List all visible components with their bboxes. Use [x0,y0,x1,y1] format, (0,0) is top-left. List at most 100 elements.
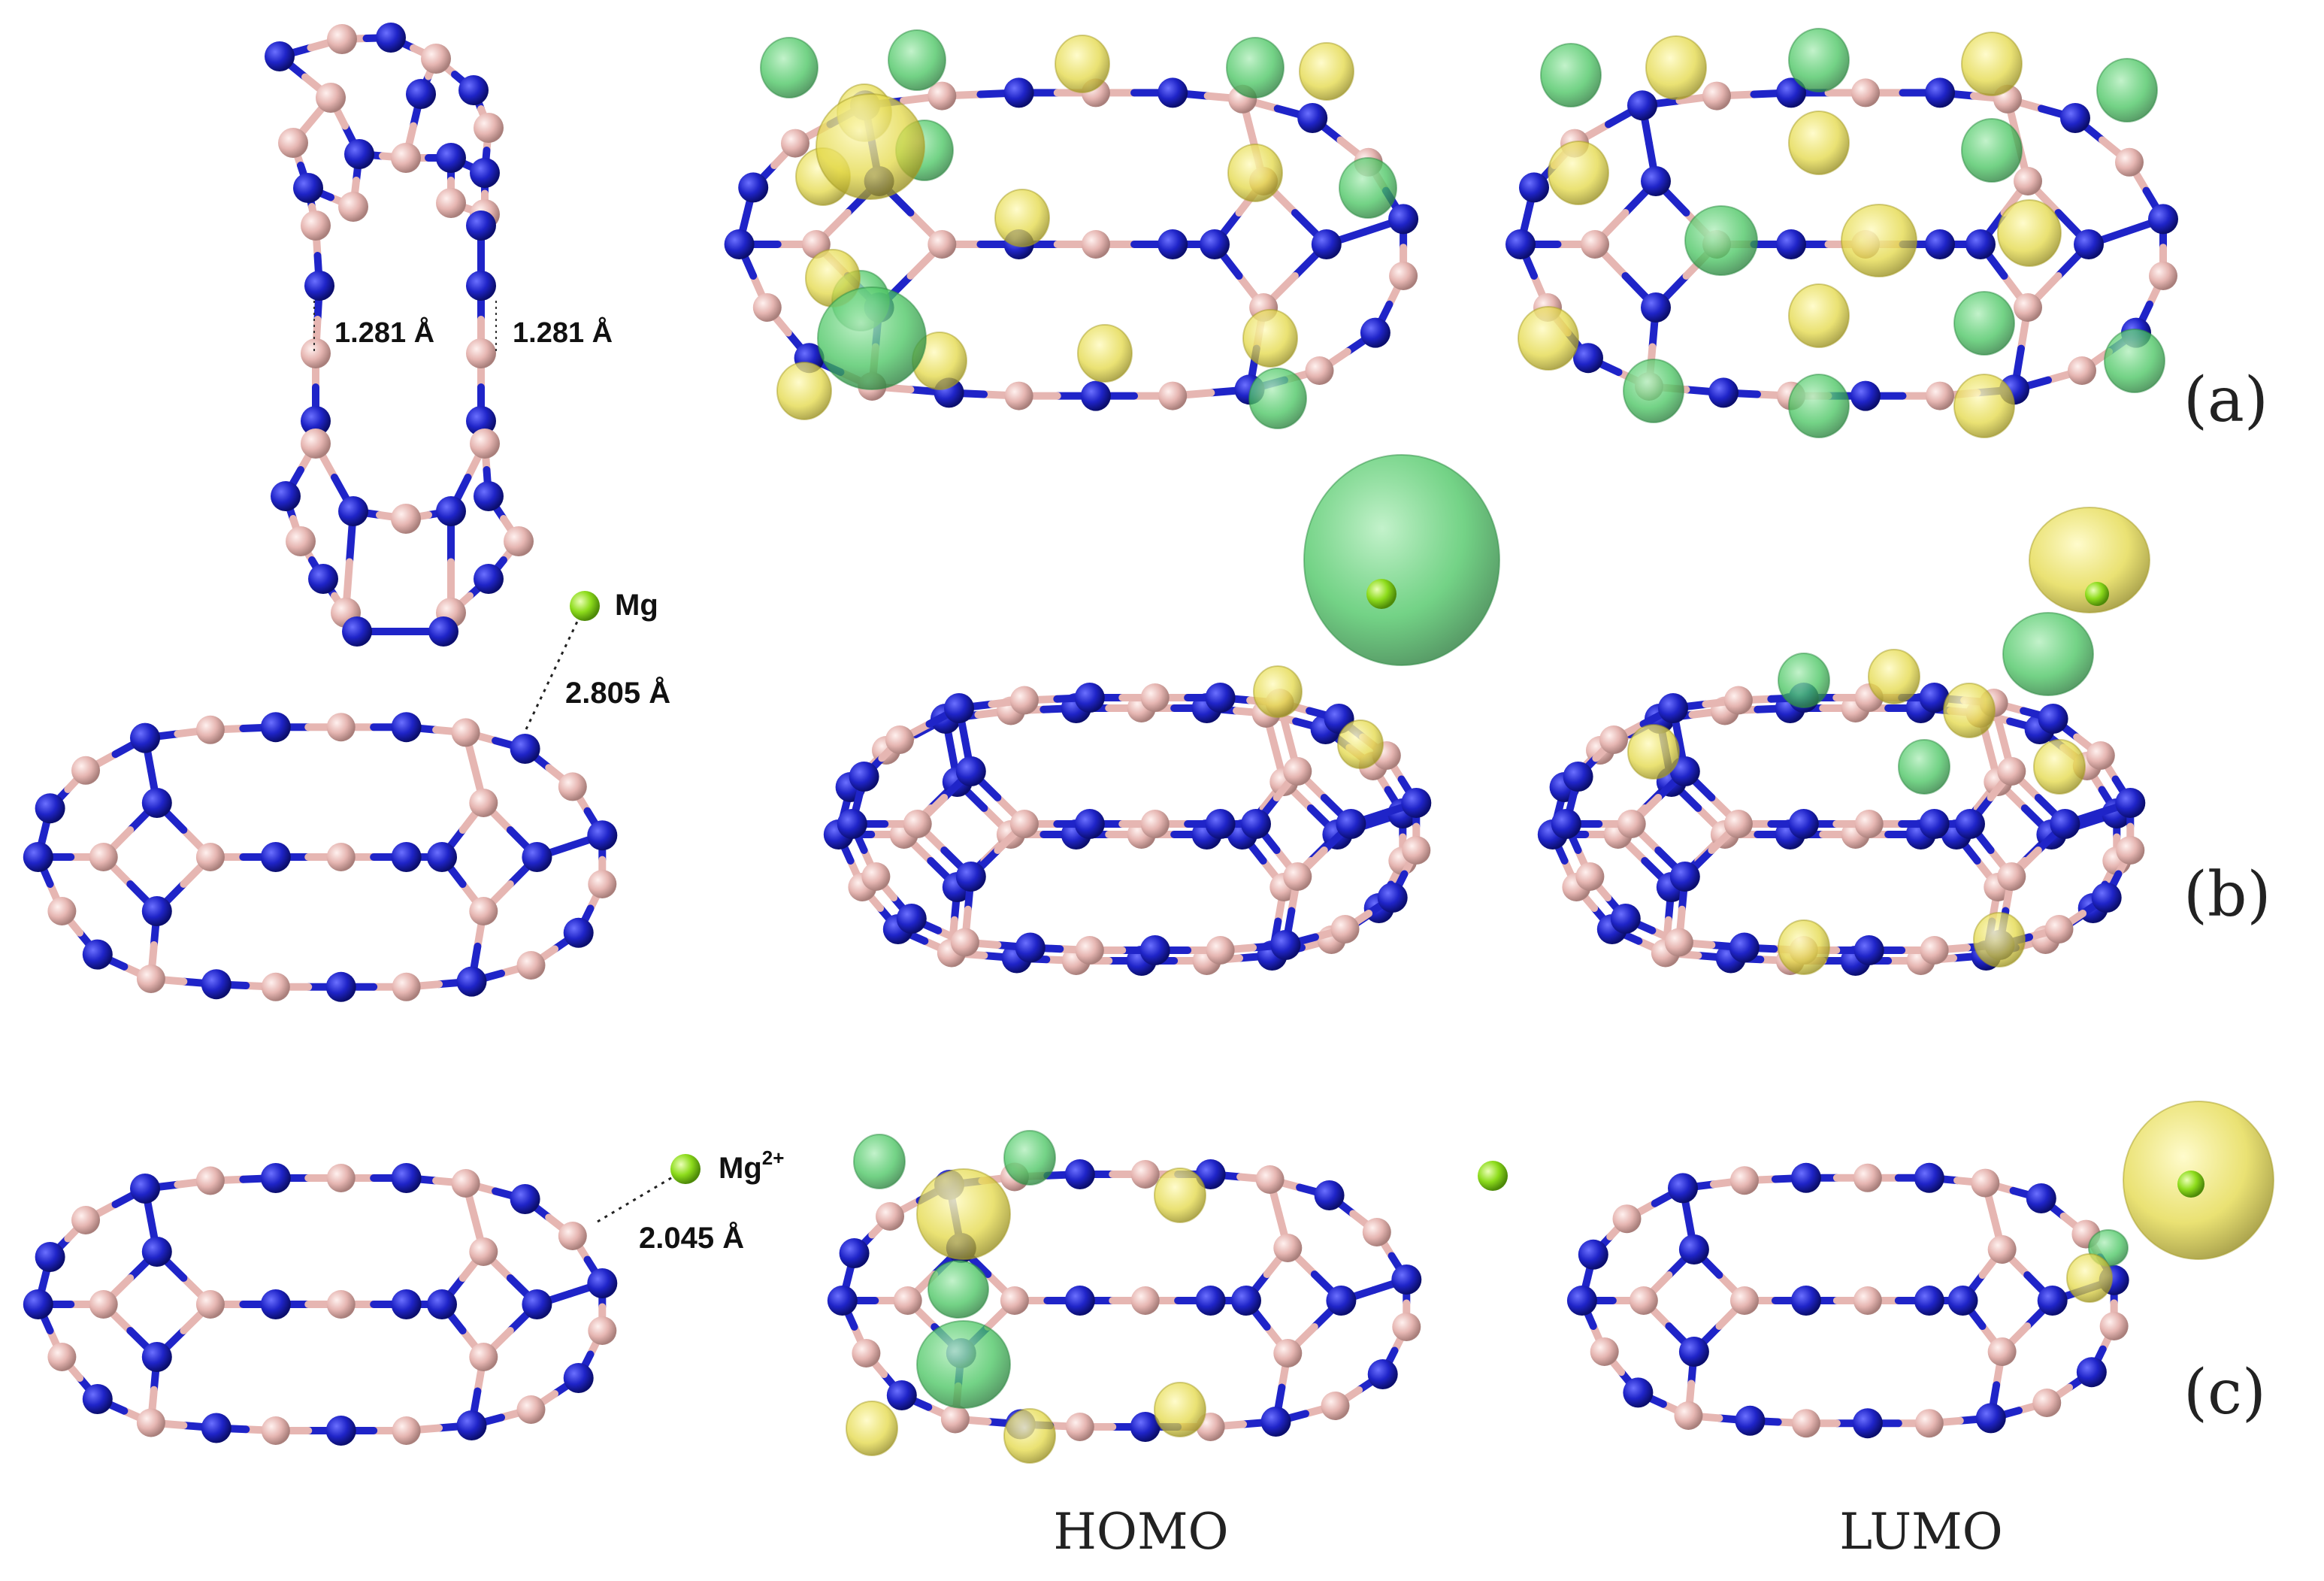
nitrogen-atom [391,1289,422,1319]
nitrogen-atom [563,1363,594,1393]
nitrogen-atom [141,896,172,926]
boron-atom [940,1404,970,1434]
cage-lumo-a [1505,28,2178,438]
boron-atom [516,951,546,980]
nitrogen-atom [1776,229,1806,259]
nitrogen-atom [886,1380,917,1410]
boron-atom [195,843,225,871]
boron-atom [1854,810,1884,838]
boron-atom [1389,262,1418,290]
boron-atom [2014,293,2042,322]
nitrogen-atom [1260,1407,1291,1437]
nitrogen-atom [1947,1286,1978,1316]
nitrogen-atom [1788,809,1819,839]
boron-atom [71,756,100,785]
boron-atom [1971,1168,2000,1198]
boron-atom [436,188,466,218]
mg-atom [1366,579,1397,609]
boron-atom [2099,1312,2129,1340]
orbital-lobe [1943,683,1996,738]
nitrogen-atom [1678,1337,1709,1367]
nitrogen-atom [1074,809,1105,839]
boron-atom [885,725,914,754]
orbital-lobe [1778,653,1830,708]
nitrogen-atom [849,762,879,792]
nitrogen-atom [1914,1162,1944,1193]
orbital-lobe [2033,739,2086,795]
orbital-lobe [1518,306,1579,371]
nitrogen-atom [1578,1239,1608,1270]
orbital-lobe [1623,359,1684,423]
orbital-lobe [1788,28,1850,92]
nitrogen-atom [1205,683,1236,713]
boron-atom [950,928,979,957]
bond-length-right: 1.281 Å [513,316,613,349]
nitrogen-atom [1519,172,1549,203]
orbital-lobe [1788,374,1850,438]
boron-atom [1362,1218,1391,1246]
orbital-lobe [1898,739,1950,795]
nitrogen-atom [1914,1286,1944,1316]
orbital-lobe [1788,283,1850,348]
orbital-lobe [1337,719,1384,769]
boron-atom [1575,862,1605,891]
boron-atom [861,862,891,891]
mg-atom [2085,582,2109,606]
nitrogen-atom [130,722,160,753]
boron-atom [781,129,809,158]
orbital-lobe [1248,368,1307,429]
nitrogen-atom [1669,862,1700,892]
nitrogen-atom [1658,693,1688,723]
nitrogen-atom [308,564,338,594]
nitrogen-atom [82,1384,113,1414]
nitrogen-atom [1231,1286,1261,1316]
mg-label-c: Mg2+ [719,1146,784,1185]
boron-atom [1723,686,1753,715]
orbital-lobe [1627,724,1680,780]
orbital-lobe-mg [1303,454,1500,666]
nitrogen-atom [1270,930,1301,960]
mg-atom-c-homo [1478,1161,1508,1191]
nitrogen-atom [724,229,755,259]
boron-atom [1009,686,1039,715]
nitrogen-atom [1314,1180,1345,1210]
boron-atom [1283,862,1312,891]
boron-atom [1729,1286,1759,1315]
boron-atom [327,24,357,54]
nitrogen-atom [1130,1412,1160,1442]
nitrogen-atom [141,1342,172,1372]
mg-distance-line-b [525,608,585,730]
boron-atom [391,143,421,173]
nitrogen-atom [587,1268,618,1298]
nitrogen-atom [1157,77,1188,108]
nitrogen-atom [1205,809,1236,839]
nitrogen-atom [1668,1173,1698,1204]
boron-atom [1723,810,1753,838]
nitrogen-atom [141,788,172,818]
nitrogen-atom [944,693,974,723]
nitrogen-atom [1297,103,1328,133]
nitrogen-atom [1678,1234,1709,1264]
cage-lumo-c [1566,1101,2274,1439]
boron-atom [2068,356,2096,385]
cage-mg-structure-b [23,712,618,1002]
nitrogen-atom [1790,1286,1821,1316]
nitrogen-atom [1965,229,1996,259]
nitrogen-atom [1729,932,1760,963]
boron-atom [1997,757,2026,786]
boron-atom [2116,836,2145,865]
boron-atom [1617,810,1646,838]
boron-atom [1392,1313,1421,1341]
nitrogen-atom [839,1238,870,1268]
nitrogen-atom [1573,343,1603,374]
boron-atom [261,972,290,1001]
nitrogen-atom [141,1237,172,1267]
boron-atom [1140,810,1170,838]
boron-atom [469,897,498,925]
boron-atom [261,1416,290,1445]
orbital-lobe [1973,912,2026,968]
boron-atom [195,1290,225,1319]
boron-atom [326,1290,356,1319]
nitrogen-atom [510,1184,540,1214]
